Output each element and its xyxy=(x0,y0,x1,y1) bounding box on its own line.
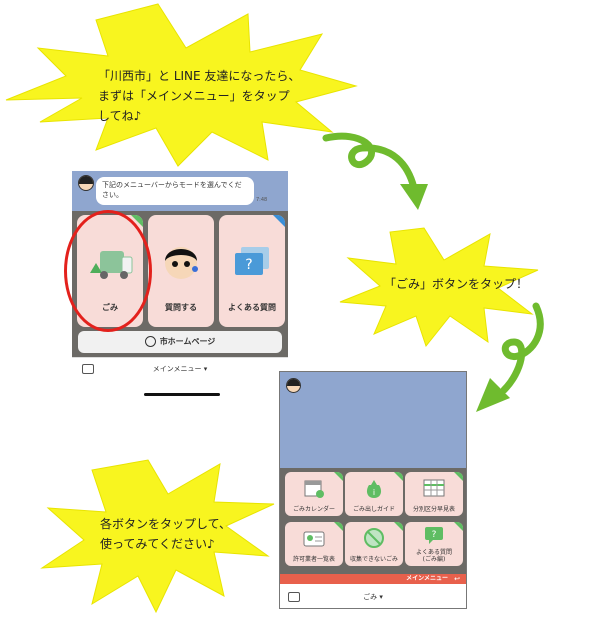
menu-button-label: 収集できないごみ xyxy=(349,556,398,563)
menu-button-label: 分別区分早見表 xyxy=(412,506,455,513)
gomi-menu-toggle[interactable]: ごみ ▾ xyxy=(363,593,383,601)
arrow-2 xyxy=(476,302,544,412)
menu-button-label: よくある質問 (ごみ編) xyxy=(415,549,452,563)
menu-button-label: 許可業者一覧表 xyxy=(292,556,335,563)
bot-avatar xyxy=(286,378,301,393)
main-menu-tab-label: メインメニュー xyxy=(406,575,448,582)
callout-burst-gomi xyxy=(339,227,539,348)
menu-bar[interactable]: ごみ ▾ xyxy=(280,584,466,608)
return-icon[interactable]: ↩ xyxy=(454,575,460,583)
arrow-1 xyxy=(322,132,428,210)
menu-button-label: よくある質問 xyxy=(228,303,276,312)
prohibited-items-icon xyxy=(364,528,384,548)
menu-button-gomi-guide[interactable]: i ごみ出しガイド xyxy=(345,472,403,516)
callout-text-gomi: 「ごみ」ボタンをタップ！ xyxy=(384,277,529,291)
menu-bar[interactable]: メインメニュー ▾ xyxy=(72,357,288,382)
callout-burst-each xyxy=(40,459,275,614)
svg-text:i: i xyxy=(373,488,375,497)
callout-text-each: 各ボタンをタップして、 使ってみてください♪ xyxy=(100,517,232,551)
chat-area xyxy=(280,372,466,468)
id-card-icon xyxy=(303,531,325,547)
home-page-button[interactable]: 市ホームページ xyxy=(78,331,282,353)
main-menu-toggle[interactable]: メインメニュー ▾ xyxy=(152,365,208,373)
menu-button-faq[interactable]: ? よくある質問 xyxy=(219,215,285,327)
menu-button-label: ごみ出しガイド xyxy=(352,506,395,513)
menu-button-ask[interactable]: 質問する xyxy=(148,215,214,327)
menu-button-uncollectable[interactable]: 収集できないごみ xyxy=(345,522,403,566)
svg-text:?: ? xyxy=(245,257,252,273)
menu-button-gomi-faq[interactable]: ? よくある質問 (ごみ編) xyxy=(405,522,463,566)
menu-button-sorting-table[interactable]: 分別区分早見表 xyxy=(405,472,463,516)
city-emblem-icon xyxy=(144,336,156,347)
menu-button-licensed-vendors[interactable]: 許可業者一覧表 xyxy=(285,522,343,566)
menu-button-gomi-calendar[interactable]: ごみカレンダー xyxy=(285,472,343,516)
callout-burst-intro xyxy=(5,3,358,167)
bot-avatar xyxy=(78,175,94,191)
highlight-ring xyxy=(64,210,152,332)
keyboard-icon[interactable] xyxy=(82,364,94,374)
chat-area: 下記のメニューバーからモードを選んでください。 7:48 xyxy=(72,171,288,211)
garbage-bag-icon: i xyxy=(366,480,382,498)
message-bubble: 下記のメニューバーからモードを選んでください。 xyxy=(96,177,254,205)
home-indicator xyxy=(144,393,220,396)
menu-button-label: ごみカレンダー xyxy=(292,506,335,513)
menu-button-label: 質問する xyxy=(165,303,197,312)
calendar-icon xyxy=(304,480,324,498)
svg-text:?: ? xyxy=(432,530,437,540)
rich-menu: ごみカレンダー i ごみ出しガイド 分別区分早見表 xyxy=(280,468,466,574)
keyboard-icon[interactable] xyxy=(288,592,300,602)
question-bubble-icon: ? xyxy=(425,527,443,544)
callout-text-intro: 「川西市」と LINE 友達になったら、 まずは「メインメニュー」をタップ して… xyxy=(98,69,301,123)
mascot-icon xyxy=(165,247,198,279)
table-icon xyxy=(423,479,445,497)
main-menu-tab[interactable]: メインメニュー ↩ xyxy=(280,574,466,584)
question-bubble-icon: ? xyxy=(235,247,269,275)
phone-gomi-menu: ごみカレンダー i ごみ出しガイド 分別区分早見表 xyxy=(279,371,467,609)
message-time: 7:48 xyxy=(256,197,268,203)
